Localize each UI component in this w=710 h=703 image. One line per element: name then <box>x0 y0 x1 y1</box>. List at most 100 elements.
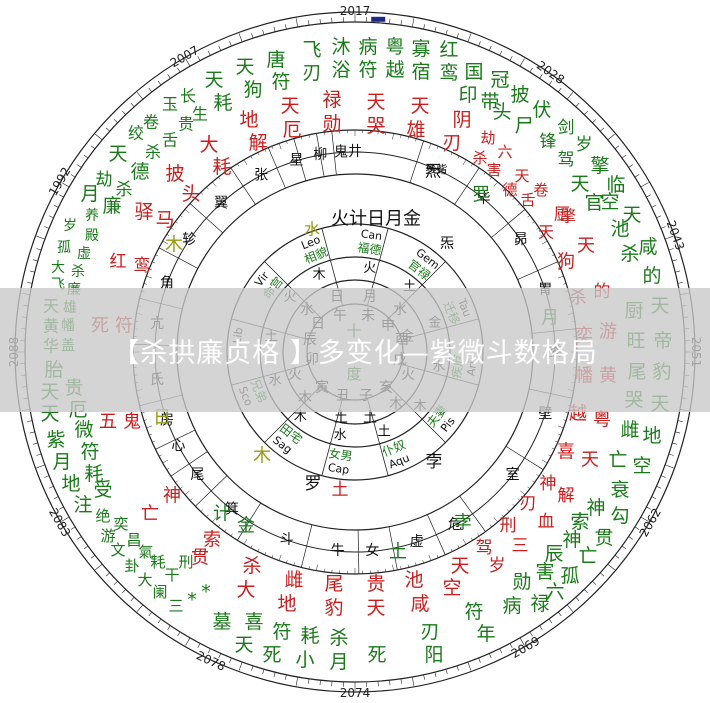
star-label: 唐 <box>266 49 285 71</box>
star-label: 奕 <box>113 515 128 533</box>
star-label-red: 红 <box>110 252 127 272</box>
tick-mark <box>146 425 153 429</box>
mansion-divider <box>195 475 228 507</box>
star-label: 天 <box>234 634 253 656</box>
year-label: 2074 <box>340 686 371 700</box>
tick-mark <box>478 41 481 47</box>
tick-mark <box>614 554 620 559</box>
tick-mark <box>488 45 492 51</box>
star-label: 紫 <box>46 429 65 451</box>
tick-mark <box>229 657 232 663</box>
tick-mark <box>592 119 597 123</box>
tick-mark <box>149 433 153 436</box>
ring-planet-label: 罗 <box>472 185 490 206</box>
tick-mark <box>206 186 209 190</box>
tick-mark <box>170 227 174 230</box>
tick-mark <box>501 514 504 518</box>
star-label: 索 <box>570 511 589 533</box>
tick-mark <box>443 149 446 153</box>
tick-mark <box>575 102 580 107</box>
star-label: * <box>201 581 211 603</box>
star-label: 空 <box>632 455 651 477</box>
star-label: 天 <box>570 173 589 195</box>
tick-mark <box>540 234 544 237</box>
tick-mark <box>36 464 46 469</box>
tick-mark <box>285 674 287 680</box>
tick-mark <box>95 133 103 141</box>
star-label-red: 厄 <box>282 119 301 141</box>
star-label-red: 解 <box>248 132 267 154</box>
tick-mark <box>646 194 651 198</box>
element-label: 火 <box>363 261 376 276</box>
star-label: 月 <box>52 451 71 473</box>
star-label-red: 池 <box>404 569 423 591</box>
tick-mark <box>536 474 540 477</box>
star-label-red: 杀 <box>472 149 487 167</box>
star-label-red: 鸾 <box>134 256 151 276</box>
star-label: 病 <box>358 36 377 58</box>
ring-planet-label: 孛 <box>454 513 472 534</box>
planet-label: 孛 <box>426 452 443 472</box>
star-label: 空 <box>600 191 619 213</box>
year-label: 1992 <box>46 165 73 198</box>
tick-mark <box>592 581 597 585</box>
tick-mark <box>517 203 521 206</box>
star-label: 亡 <box>578 545 597 567</box>
tick-mark <box>251 33 254 39</box>
mansion-label: 牛 <box>331 543 345 559</box>
star-label-red: 雄 <box>406 119 425 141</box>
tick-mark <box>621 545 627 550</box>
tick-mark <box>143 283 147 285</box>
tick-mark <box>44 226 50 229</box>
tick-mark <box>308 678 310 684</box>
star-label: 小 <box>295 649 314 671</box>
tick-mark <box>59 194 64 198</box>
star-label: 天 <box>235 56 254 78</box>
tick-mark <box>141 412 145 414</box>
star-label-red: 卷 <box>533 181 548 199</box>
tick-mark <box>554 440 558 443</box>
tick-mark <box>195 197 198 201</box>
star-label: 禄 <box>530 593 549 615</box>
star-label-red: 禄 <box>322 89 341 111</box>
star-label-red: 贯 <box>191 548 209 569</box>
star-label-red: 耗 <box>212 156 231 178</box>
mansion-label: 女 <box>365 542 379 559</box>
tick-mark <box>149 268 153 271</box>
tick-mark <box>512 503 515 507</box>
tick-mark <box>262 29 265 35</box>
tick-mark <box>271 146 274 150</box>
tick-mark <box>167 74 171 79</box>
tick-mark <box>308 566 310 570</box>
tick-mark <box>212 517 217 523</box>
star-label-red: 勋 <box>322 113 341 135</box>
tick-mark <box>457 545 460 549</box>
tick-mark <box>122 589 126 594</box>
star-label: 氣 <box>138 543 153 561</box>
tick-mark <box>614 145 620 150</box>
tick-mark <box>218 653 222 659</box>
mansion-divider <box>517 261 558 280</box>
tick-mark <box>548 454 552 457</box>
star-label: 劫 <box>96 170 113 190</box>
tick-mark <box>301 136 303 140</box>
star-label: 大 <box>51 260 65 276</box>
star-label-red: 六 <box>497 143 512 161</box>
element-label: 木 <box>294 410 307 425</box>
tick-mark <box>27 282 33 284</box>
tick-mark <box>229 41 232 47</box>
tick-mark <box>675 270 681 273</box>
star-label-red: 驾 <box>476 538 493 558</box>
tick-mark <box>664 235 674 240</box>
tick-mark <box>136 604 144 612</box>
star-label: 刃 <box>420 621 439 643</box>
tick-mark <box>600 572 605 577</box>
tick-mark <box>456 665 459 671</box>
tick-mark <box>506 509 510 512</box>
tick-mark <box>389 18 391 24</box>
star-label-red: 豹 <box>324 597 343 619</box>
star-label-red: 劫 <box>480 129 495 147</box>
tick-mark <box>548 80 553 86</box>
tick-mark <box>436 146 439 150</box>
palace-label: 福德 <box>357 239 383 257</box>
